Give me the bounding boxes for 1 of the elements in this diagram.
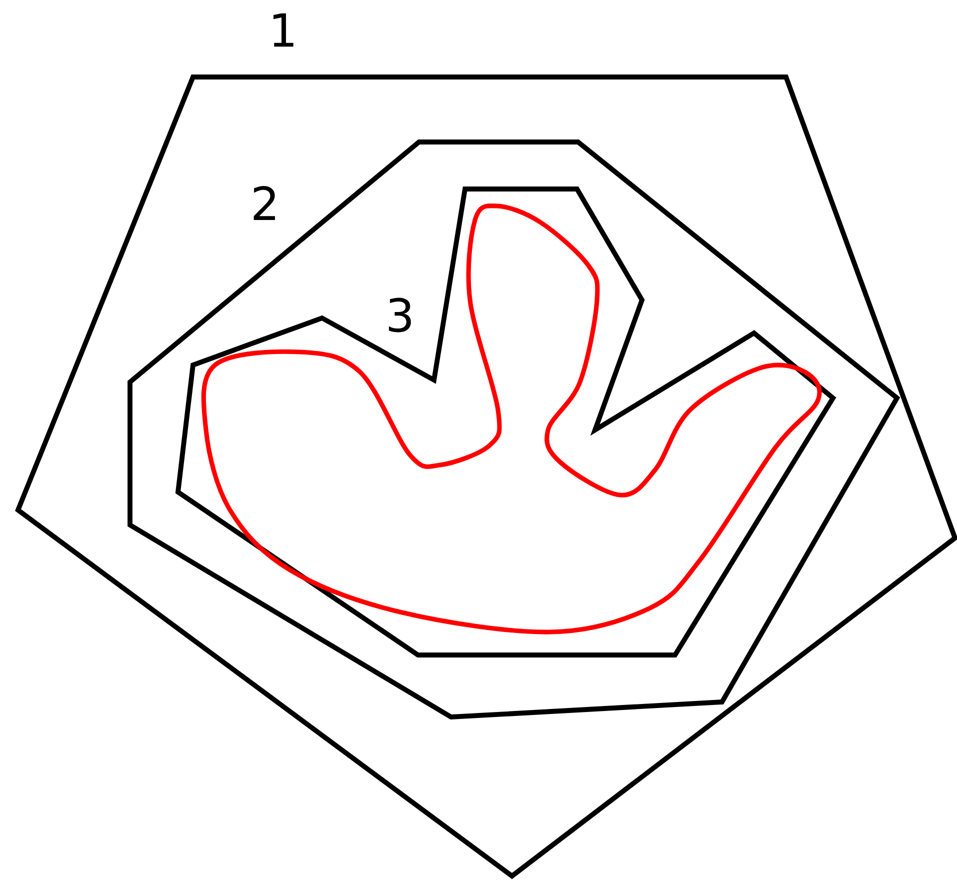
node-label: 1 — [273, 13, 294, 47]
